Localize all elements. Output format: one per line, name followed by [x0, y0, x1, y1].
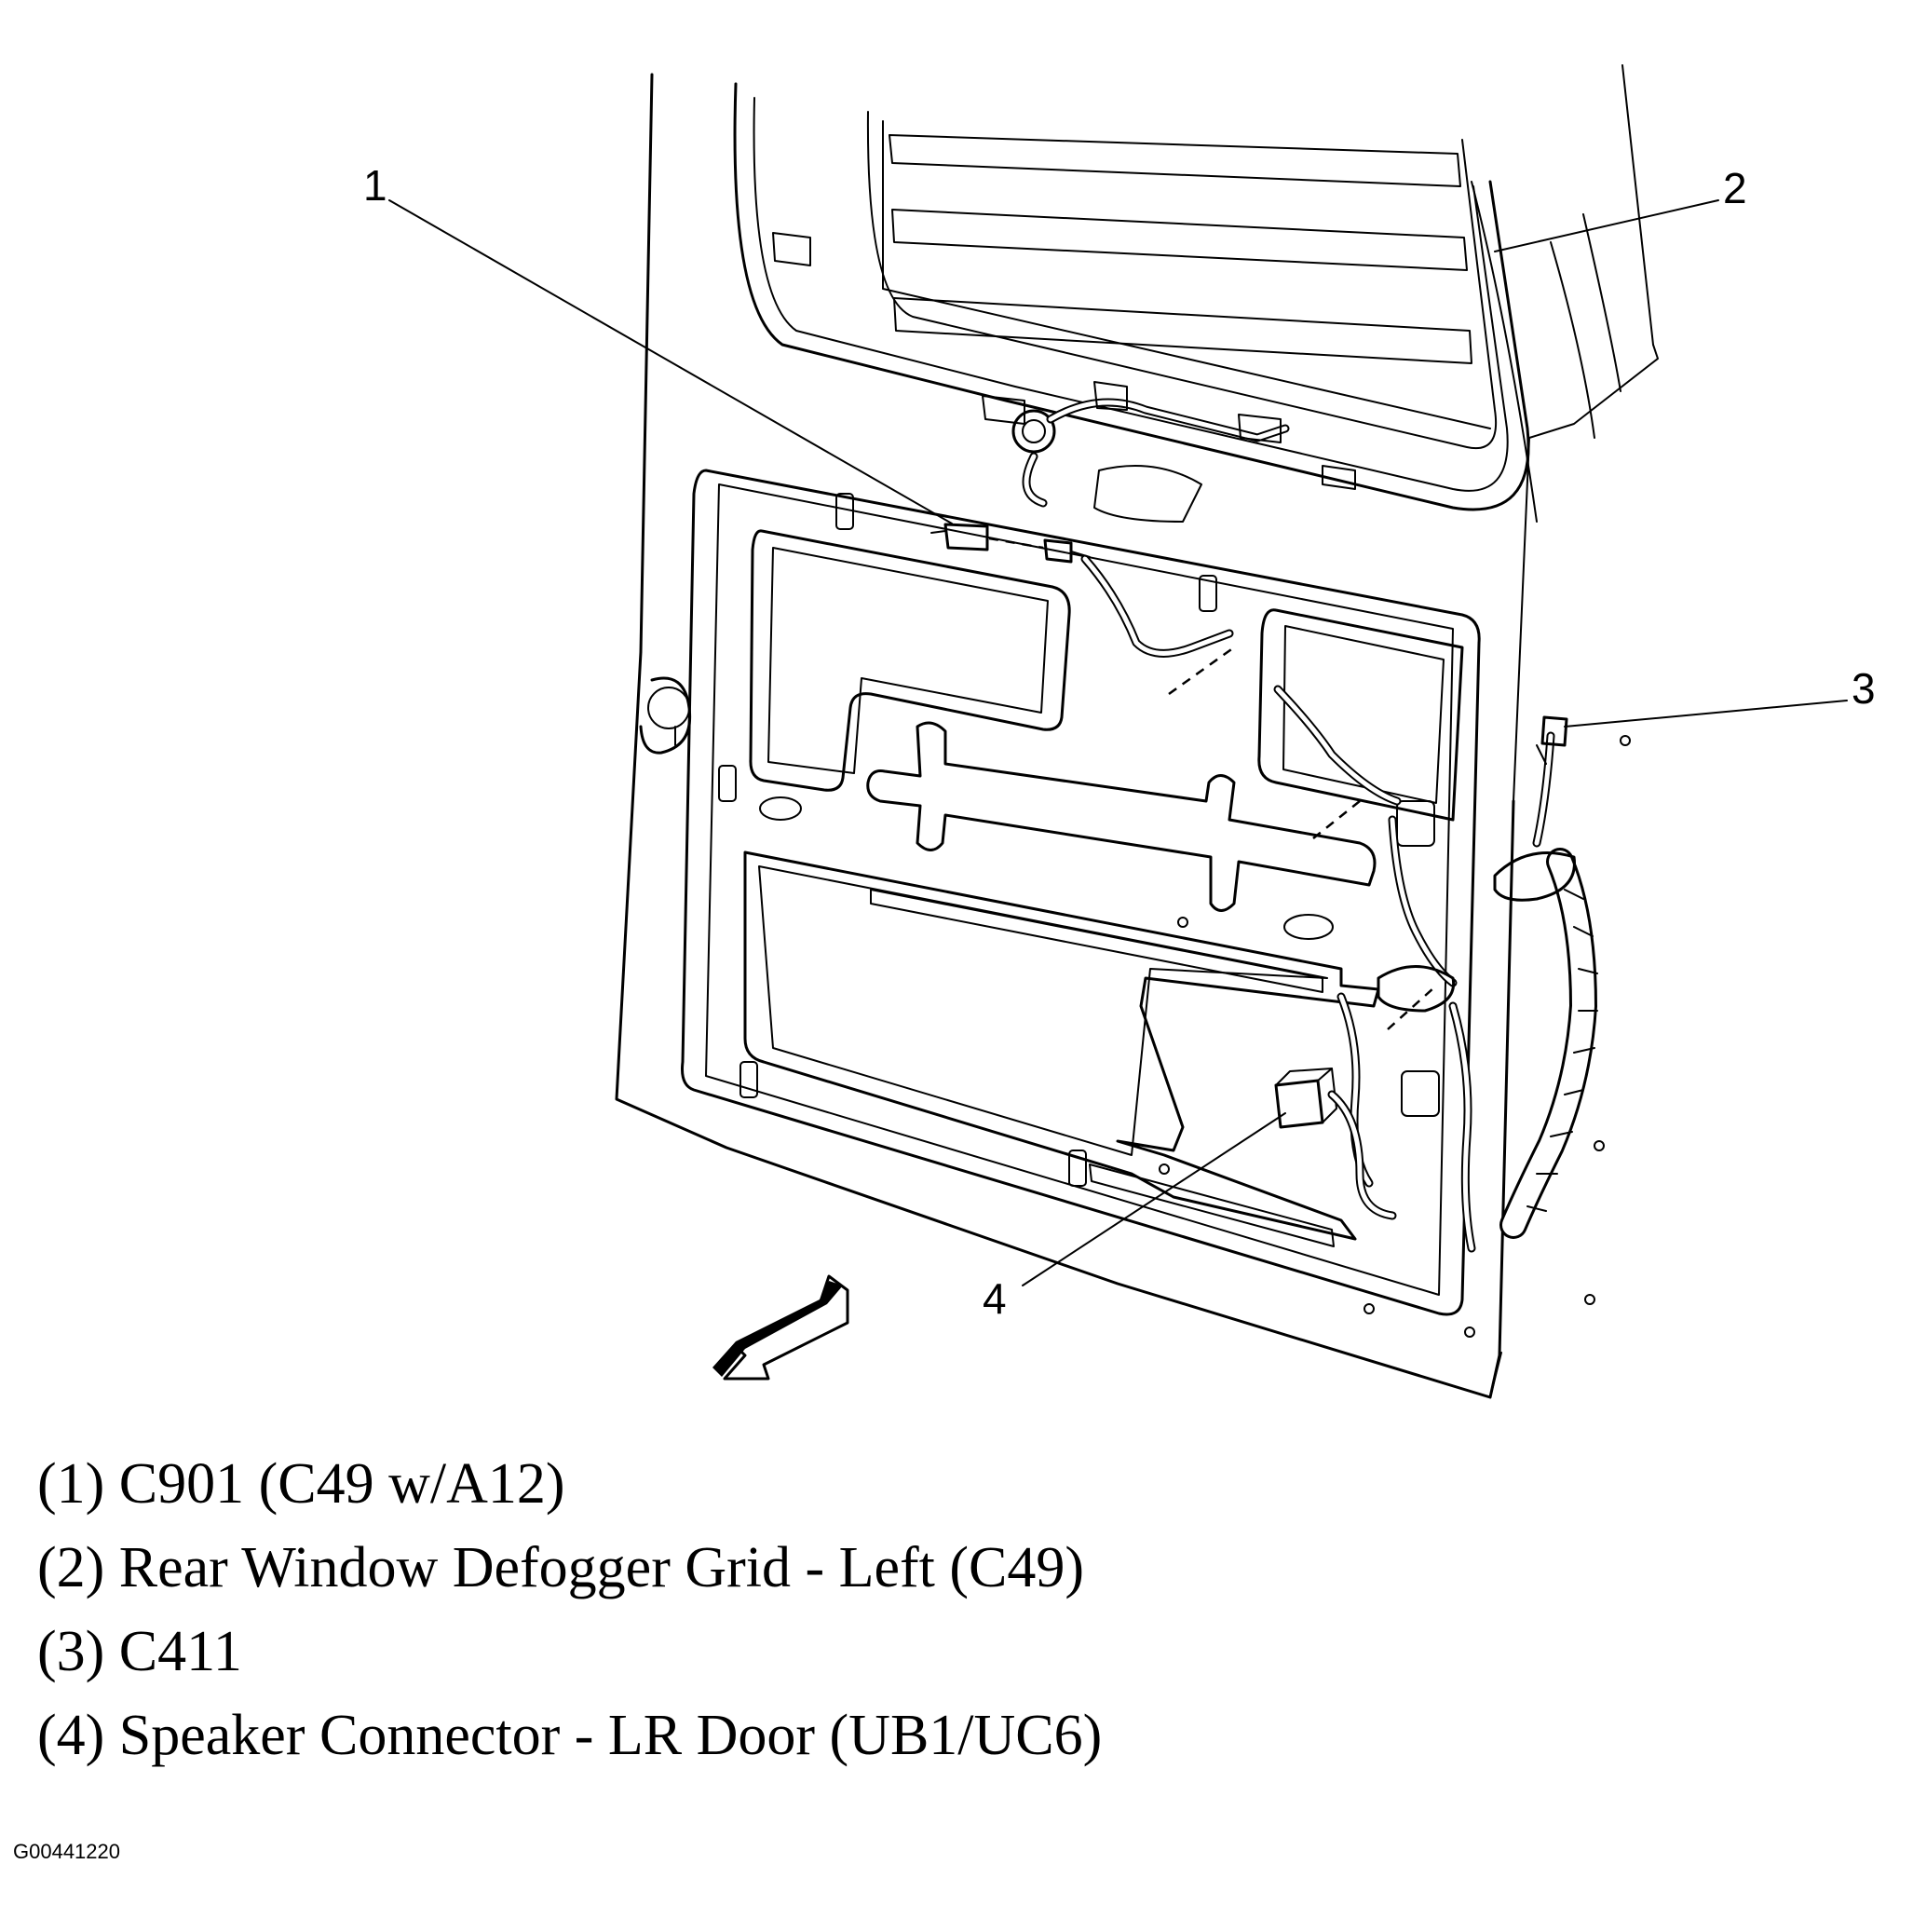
body-harness: [1493, 715, 1598, 1239]
direction-arrow: [712, 1274, 849, 1381]
defogger-grid-line: [889, 134, 1461, 187]
defogger-harness: [1011, 381, 1290, 508]
figure-id: G00441220: [13, 1840, 120, 1863]
legend-item-2: (2) Rear Window Defogger Grid - Left (C4…: [37, 1536, 1085, 1599]
defogger-grid-line: [891, 209, 1468, 271]
leader-line-1: [388, 199, 953, 524]
callout-4: 4: [983, 1274, 1007, 1323]
legend-item-4: (4) Speaker Connector - LR Door (UB1/UC6…: [37, 1704, 1103, 1767]
inner-door-panel: [639, 469, 1631, 1338]
callout-2: 2: [1723, 164, 1747, 212]
callout-3: 3: [1852, 664, 1876, 713]
legend-item-3: (3) C411: [37, 1620, 242, 1683]
rear-window: [733, 82, 1621, 523]
door-wiring-illustration: 1 2 3 4: [363, 64, 1876, 1399]
door-outline: [615, 64, 1659, 1399]
leader-line-3: [1564, 700, 1848, 728]
speaker-connector: [1274, 1068, 1397, 1220]
legend-item-1: (1) C901 (C49 w/A12): [37, 1452, 565, 1516]
callout-1: 1: [363, 161, 387, 210]
leader-line-4: [1022, 1112, 1286, 1286]
routing-dashes: [1168, 646, 1435, 1030]
defogger-grid-line: [893, 297, 1472, 364]
leader-lines: [388, 199, 1848, 1286]
leader-line-2: [1494, 199, 1719, 252]
connector-c901: [930, 523, 1091, 564]
